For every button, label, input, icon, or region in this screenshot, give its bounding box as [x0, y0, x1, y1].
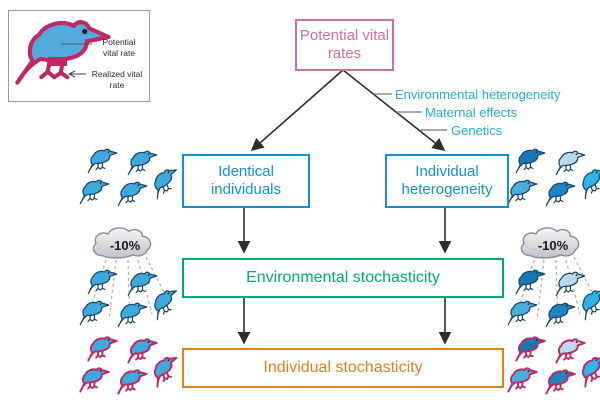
legend-bird-icon	[15, 20, 111, 85]
legend-pointer-arrow	[68, 70, 86, 78]
realized-vital-patch	[49, 57, 67, 66]
node-potential-vital-rates: Potential vital rates	[295, 19, 394, 71]
bird-icon	[504, 299, 540, 326]
bird-icon	[512, 147, 548, 174]
bird-icon	[124, 337, 160, 364]
bird-icon	[574, 285, 600, 321]
bird-icon	[542, 301, 578, 328]
birds-heterogeneous-environmental: -10%	[504, 227, 600, 328]
arrow-potential-to-identical	[250, 69, 344, 152]
bird-icon	[574, 164, 600, 200]
bird-icon	[552, 270, 588, 297]
bird-icon	[84, 147, 120, 174]
node-individual-stochasticity: Individual stochasticity	[182, 348, 504, 388]
legend-potential-label: Potential vital rate	[102, 37, 136, 59]
bird-icon	[76, 366, 112, 393]
cloud-loss-label: -10%	[110, 238, 141, 253]
birds-identical-environmental: -10%	[76, 227, 185, 328]
bird-icon	[146, 285, 185, 321]
bird-icon	[512, 268, 548, 295]
node-environmental-stochasticity: Environmental stochasticity	[182, 258, 504, 298]
bird-icon	[114, 368, 150, 395]
birds-heterogeneous-realized	[504, 335, 600, 395]
legend-illustration	[15, 20, 111, 85]
bird-icon	[114, 180, 150, 207]
bird-icon	[512, 335, 548, 362]
factor-environmental-heterogeneity: Environmental heterogeneity	[395, 87, 561, 102]
bird-icon	[124, 270, 160, 297]
bird-icon	[542, 180, 578, 207]
birds-heterogeneous-individuals	[504, 147, 600, 207]
cloud-icon: -10%	[520, 227, 580, 259]
bird-icon	[124, 149, 160, 176]
node-individual-heterogeneity: Individual heterogeneity	[385, 154, 509, 208]
cloud-icon: -10%	[92, 227, 152, 259]
legend-box: Potential vital rate Realized vital rate	[8, 10, 150, 102]
birds-identical-realized	[76, 335, 185, 395]
bird-icon	[542, 368, 578, 395]
bird-icon	[552, 337, 588, 364]
bird-icon	[504, 178, 540, 205]
factor-maternal-effects: Maternal effects	[425, 105, 518, 120]
bird-icon	[504, 366, 540, 393]
bird-icon	[114, 301, 150, 328]
legend-realized-label: Realized vital rate	[91, 69, 143, 91]
node-identical-individuals: Identical individuals	[182, 154, 310, 208]
birds-identical-individuals	[76, 147, 185, 207]
bird-icon	[574, 352, 600, 388]
bird-icon	[84, 335, 120, 362]
bird-icon	[146, 164, 185, 200]
cloud-loss-label: -10%	[538, 238, 569, 253]
bird-icon	[146, 352, 185, 388]
bird-icon	[84, 268, 120, 295]
bird-icon	[552, 149, 588, 176]
bird-icon	[76, 299, 112, 326]
factor-genetics: Genetics	[451, 123, 503, 138]
bird-icon	[76, 178, 112, 205]
